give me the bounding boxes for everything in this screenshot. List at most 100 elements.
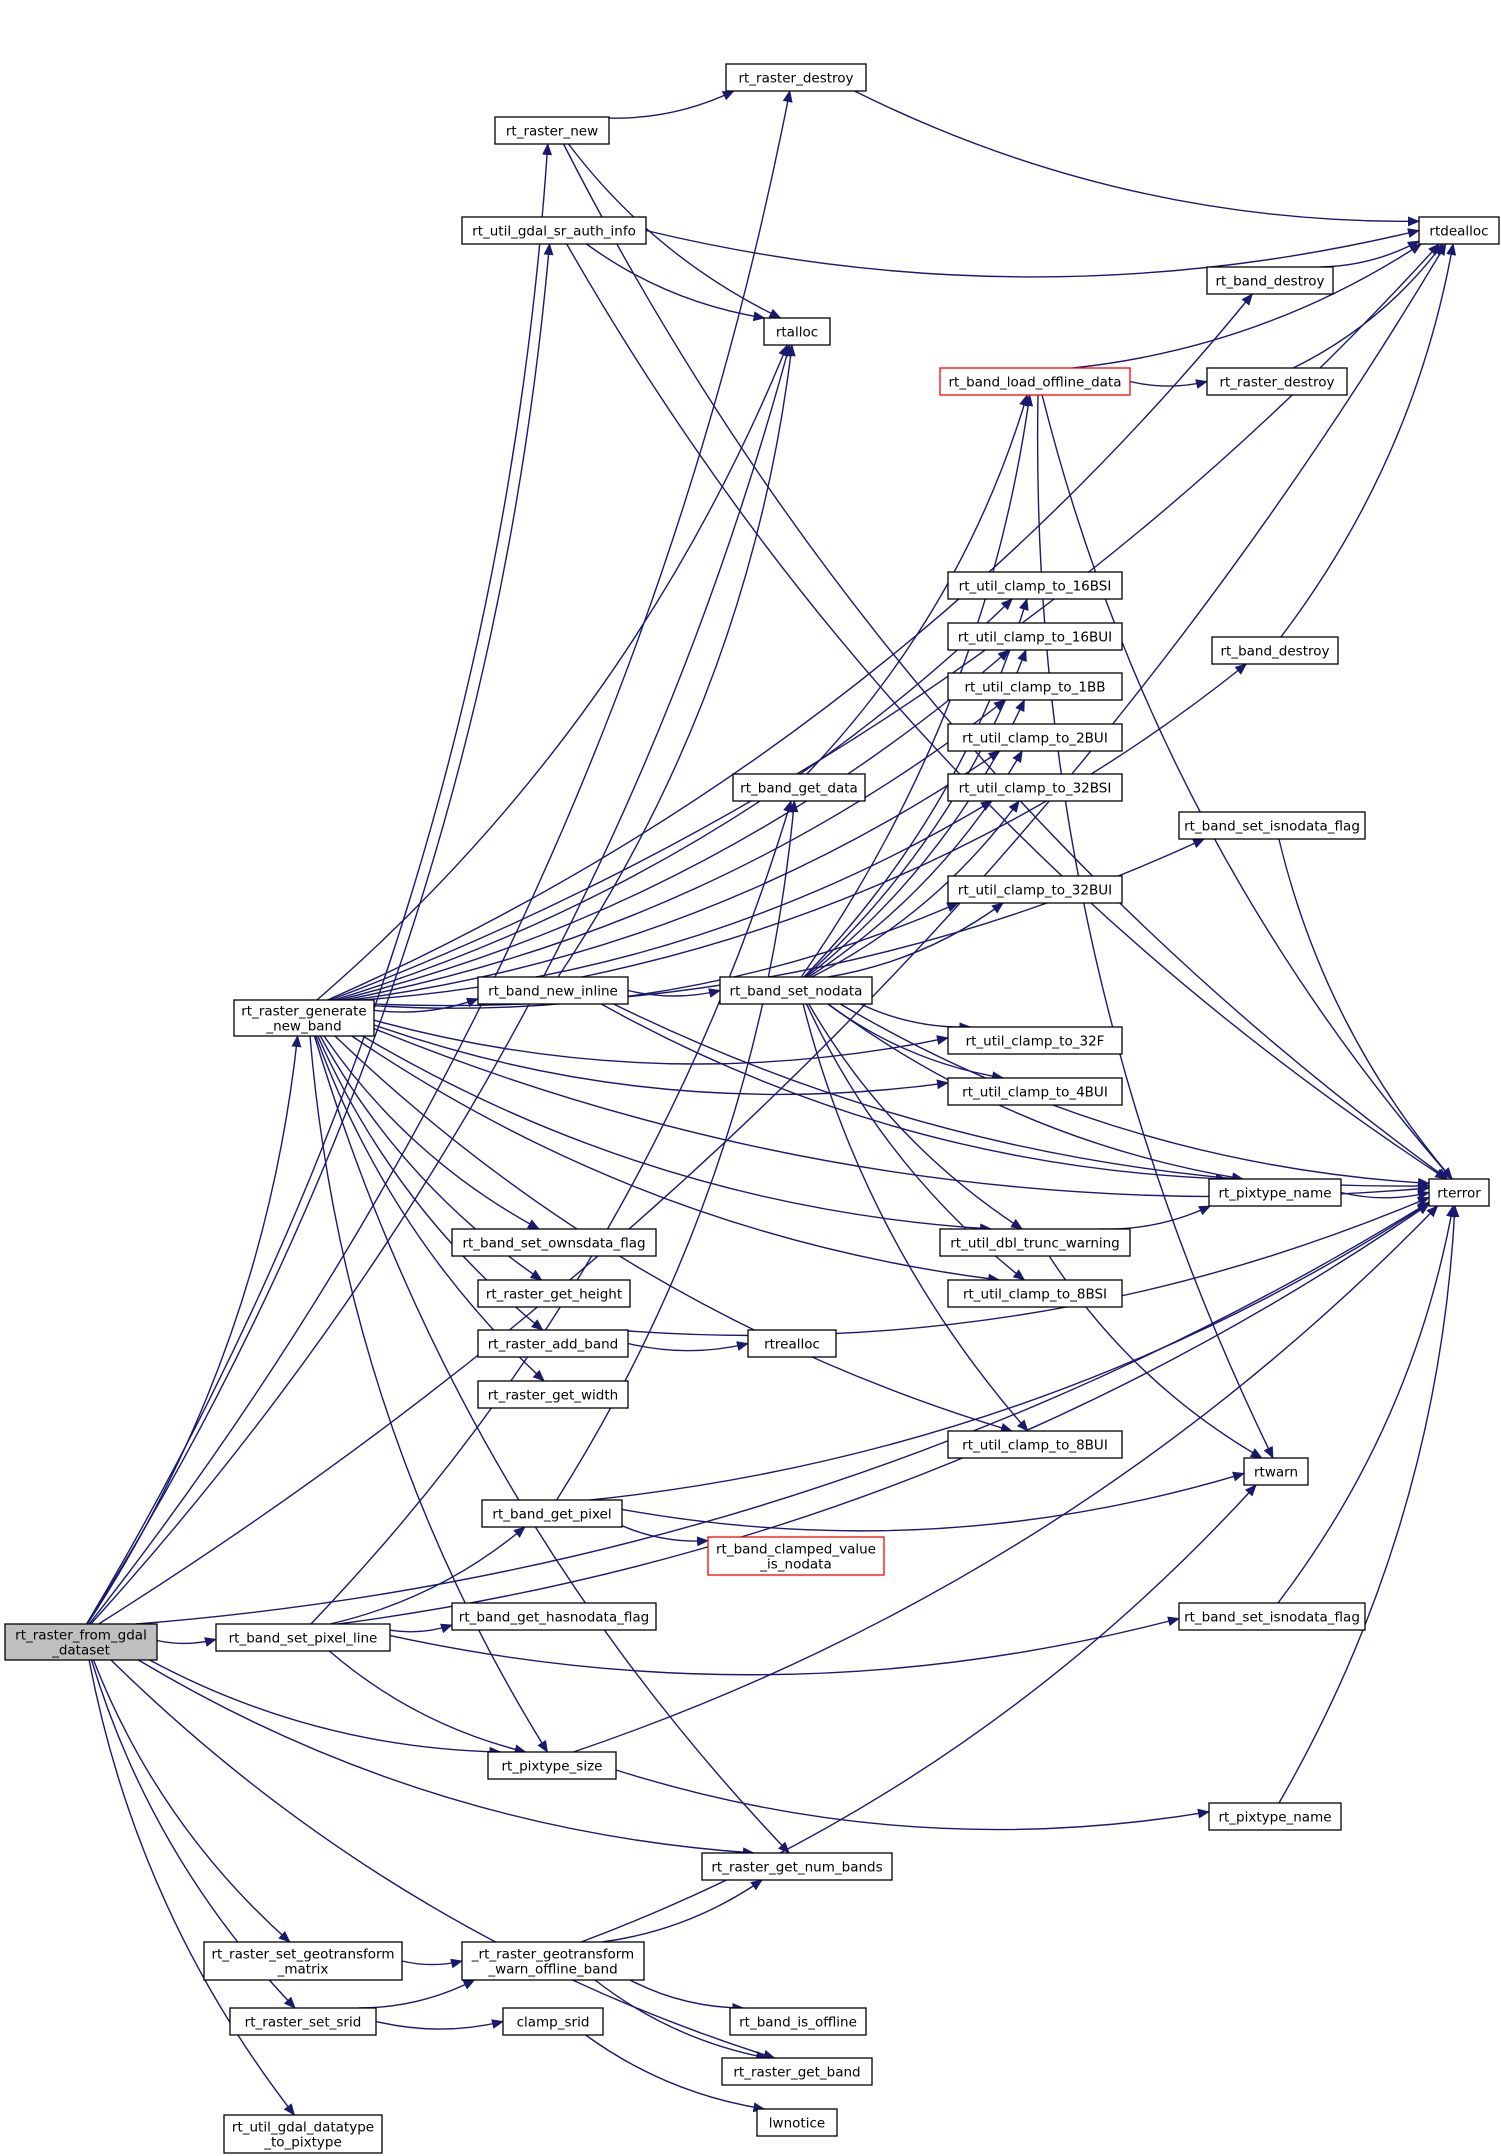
edge-rt_raster_generate_new_band-to-rt_band_destroy_a [327, 293, 1253, 1001]
edge-line [827, 1003, 1244, 1183]
node-_rt_raster_geotransform_warn_offline_band[interactable]: _rt_raster_geotransform_warn_offline_ban… [461, 1941, 645, 1981]
node-rt_raster_new[interactable]: rt_raster_new [494, 116, 610, 145]
node-rt_band_set_ownsdata_flag[interactable]: rt_band_set_ownsdata_flag [451, 1228, 657, 1257]
node-label: rt_band_get_data [740, 781, 858, 797]
edge-rt_band_set_nodata-to-rt_util_clamp_to_16BSI [803, 598, 1029, 978]
node-rt_band_set_isnodata_flag_b[interactable]: rt_band_set_isnodata_flag [1178, 1602, 1366, 1631]
edge-line [90, 344, 792, 1625]
node-box [721, 2057, 873, 2086]
node-rt_raster_destroy_a[interactable]: rt_raster_destroy [725, 63, 867, 92]
node-rt_band_clamped_value_is_nodata[interactable]: rt_band_clamped_value_is_nodata [707, 1536, 885, 1576]
node-label: rt_band_get_hasnodata_flag [459, 1610, 649, 1626]
edge-line [803, 598, 1029, 978]
node-rt_pixtype_size[interactable]: rt_pixtype_size [487, 1751, 617, 1780]
node-rt_util_clamp_to_32F[interactable]: rt_util_clamp_to_32F [947, 1026, 1123, 1055]
node-rt_util_clamp_to_1BB[interactable]: rt_util_clamp_to_1BB [947, 672, 1123, 701]
edge-rt_band_new_inline-to-rt_band_destroy_b [581, 663, 1248, 978]
edge-line [839, 1003, 1430, 1188]
node-rt_pixtype_name_a[interactable]: rt_pixtype_name [1208, 1178, 1342, 1207]
node-rtwarn[interactable]: rtwarn [1243, 1457, 1309, 1486]
edge-root-to-rt_raster_destroy_a [88, 90, 793, 1625]
edge-rt_band_set_nodata-to-rt_util_clamp_to_32F [860, 1003, 972, 1033]
node-rterror[interactable]: rterror [1428, 1178, 1490, 1207]
edge-line [309, 1035, 549, 1753]
node-rt_band_destroy_b[interactable]: rt_band_destroy [1211, 636, 1339, 665]
node-rt_util_clamp_to_32BSI[interactable]: rt_util_clamp_to_32BSI [947, 773, 1123, 802]
node-rtdealloc[interactable]: rtdealloc [1418, 216, 1500, 245]
edge-root-to-rt_raster_set_geotransform_matrix [92, 1659, 291, 1943]
node-rt_raster_set_srid[interactable]: rt_raster_set_srid [229, 2007, 377, 2036]
edge-root-to-rt_band_set_pixel_line [156, 1637, 217, 1647]
node-rt_util_clamp_to_8BSI[interactable]: rt_util_clamp_to_8BSI [947, 1279, 1123, 1308]
node-rt_band_set_isnodata_flag_a[interactable]: rt_band_set_isnodata_flag [1178, 811, 1366, 840]
node-rt_util_clamp_to_16BUI[interactable]: rt_util_clamp_to_16BUI [947, 622, 1123, 651]
node-label: rt_util_clamp_to_16BUI [958, 630, 1112, 646]
edge-line [621, 1471, 1245, 1532]
edge-line [136, 1201, 1430, 1625]
node-rt_util_clamp_to_16BSI[interactable]: rt_util_clamp_to_16BSI [947, 571, 1123, 600]
node-rt_band_get_pixel[interactable]: rt_band_get_pixel [481, 1499, 623, 1528]
edge-rt_util_gdal_sr_auth_info-to-rtdealloc [645, 228, 1420, 278]
node-rt_util_clamp_to_8BUI[interactable]: rt_util_clamp_to_8BUI [947, 1430, 1123, 1459]
edge-_rt_raster_geotransform_warn_offline_band-to-rt_raster_get_band [594, 1979, 769, 2061]
node-rt_band_get_data[interactable]: rt_band_get_data [732, 773, 866, 802]
node-label: rt_band_new_inline [488, 984, 618, 1000]
edge-rt_pixtype_name_b-to-rterror [1278, 1205, 1460, 1804]
edge-root-to-rt_raster_new [85, 143, 553, 1625]
node-rt_band_destroy_a[interactable]: rt_band_destroy [1206, 266, 1334, 295]
node-rt_band_load_offline_data[interactable]: rt_band_load_offline_data [939, 367, 1131, 396]
edge-line [627, 988, 721, 998]
node-root[interactable]: rt_raster_from_gdal_dataset [4, 1623, 158, 1661]
node-rt_util_clamp_to_32BUI[interactable]: rt_util_clamp_to_32BUI [947, 875, 1123, 904]
node-label: rt_util_clamp_to_2BUI [962, 731, 1108, 747]
node-lwnotice[interactable]: lwnotice [756, 2108, 838, 2137]
node-rt_util_gdal_datatype_to_pixtype[interactable]: rt_util_gdal_datatype_to_pixtype [223, 2114, 383, 2154]
edge-rt_band_new_inline-to-rt_pixtype_name_a [600, 1003, 1228, 1184]
node-label: rtdealloc [1429, 224, 1488, 240]
edge-rt_pixtype_size-to-rt_pixtype_name_b [615, 1769, 1210, 1831]
node-rt_util_dbl_trunc_warning[interactable]: rt_util_dbl_trunc_warning [939, 1228, 1131, 1257]
node-box [729, 2007, 867, 2036]
node-rt_raster_add_band[interactable]: rt_raster_add_band [477, 1329, 629, 1358]
node-rt_band_set_nodata[interactable]: rt_band_set_nodata [719, 976, 873, 1005]
edge-rt_util_gdal_sr_auth_info-to-rterror [566, 243, 1448, 1180]
edge-line [1036, 394, 1274, 1459]
node-rt_band_new_inline[interactable]: rt_band_new_inline [477, 976, 629, 1005]
node-rt_util_clamp_to_2BUI[interactable]: rt_util_clamp_to_2BUI [947, 723, 1123, 752]
edge-rt_util_gdal_sr_auth_info-to-rtalloc [586, 243, 766, 322]
edge-rt_band_set_pixel_line-to-rt_pixtype_size [328, 1650, 527, 1755]
edge-root-to-rterror [136, 1201, 1430, 1625]
node-rt_pixtype_name_b[interactable]: rt_pixtype_name [1208, 1802, 1342, 1831]
node-label: rt_band_is_offline [739, 2015, 857, 2031]
node-label: _is_nodata [759, 1557, 832, 1573]
node-rt_raster_get_band[interactable]: rt_raster_get_band [721, 2057, 873, 2086]
node-rtalloc[interactable]: rtalloc [763, 317, 831, 346]
node-label: lwnotice [769, 2116, 825, 2132]
node-label: _matrix [277, 1962, 329, 1978]
edge-line [608, 90, 735, 119]
node-box [215, 1623, 391, 1652]
node-rt_raster_get_width[interactable]: rt_raster_get_width [477, 1380, 629, 1409]
node-rt_raster_generate_new_band[interactable]: rt_raster_generate_new_band [233, 999, 375, 1037]
node-rt_util_clamp_to_4BUI[interactable]: rt_util_clamp_to_4BUI [947, 1077, 1123, 1106]
node-rt_raster_get_num_bands[interactable]: rt_raster_get_num_bands [701, 1852, 893, 1881]
node-clamp_srid[interactable]: clamp_srid [502, 2007, 604, 2036]
node-label: rt_util_clamp_to_32BUI [958, 883, 1112, 899]
node-rt_raster_destroy_b[interactable]: rt_raster_destroy [1206, 367, 1348, 396]
node-rtrealloc[interactable]: rtrealloc [747, 1329, 837, 1358]
edge-rt_band_set_nodata-to-rt_util_clamp_to_32BSI [811, 800, 1020, 978]
node-label: rt_band_get_pixel [492, 1507, 611, 1523]
node-label: rt_util_clamp_to_32BSI [959, 781, 1112, 797]
node-rt_band_set_pixel_line[interactable]: rt_band_set_pixel_line [215, 1623, 391, 1652]
edge-line [1099, 1205, 1212, 1230]
node-rt_band_get_hasnodata_flag[interactable]: rt_band_get_hasnodata_flag [451, 1602, 657, 1631]
node-rt_band_is_offline[interactable]: rt_band_is_offline [729, 2007, 867, 2036]
edge-line [566, 243, 1448, 1180]
edge-rt_band_set_pixel_line-to-rt_band_get_hasnodata_flag [389, 1623, 453, 1634]
edge-rt_raster_generate_new_band-to-rt_band_new_inline [373, 997, 479, 1013]
node-rt_util_gdal_sr_auth_info[interactable]: rt_util_gdal_sr_auth_info [461, 216, 647, 245]
edge-line [629, 1979, 745, 2013]
node-rt_raster_get_height[interactable]: rt_raster_get_height [477, 1279, 631, 1308]
node-label: rt_pixtype_name [1218, 1186, 1331, 1202]
node-rt_raster_set_geotransform_matrix[interactable]: rt_raster_set_geotransform_matrix [203, 1941, 403, 1981]
